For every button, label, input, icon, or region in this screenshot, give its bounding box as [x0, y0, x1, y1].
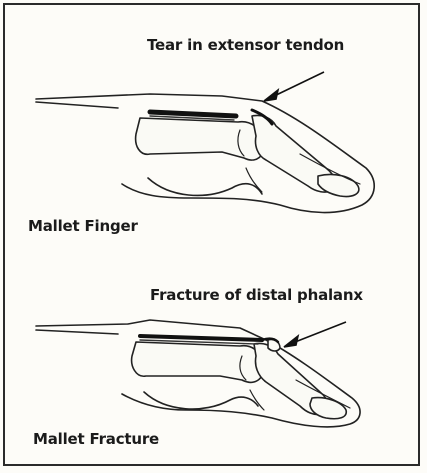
mallet-finger-drawing — [36, 94, 374, 213]
finger-pad-bottom — [144, 392, 258, 409]
finger-underside-top — [36, 102, 118, 108]
finger-pad-top — [148, 178, 262, 195]
mallet-finger-label: Mallet Finger — [28, 217, 138, 235]
tear-label: Tear in extensor tendon — [147, 36, 344, 54]
mallet-fracture-label: Mallet Fracture — [33, 430, 159, 448]
proximal-phalanx-top — [136, 118, 265, 160]
extensor-tendon-bottom — [140, 336, 262, 340]
arrow-top — [264, 72, 324, 101]
arrow-bottom — [284, 322, 346, 347]
distal-phalanx-top — [318, 174, 359, 196]
extensor-tendon-top — [150, 112, 236, 116]
distal-phalanx-bottom — [310, 398, 346, 419]
proximal-phalanx-bottom — [132, 342, 264, 382]
fracture-label: Fracture of distal phalanx — [150, 286, 363, 304]
finger-underside-bottom — [36, 330, 118, 334]
